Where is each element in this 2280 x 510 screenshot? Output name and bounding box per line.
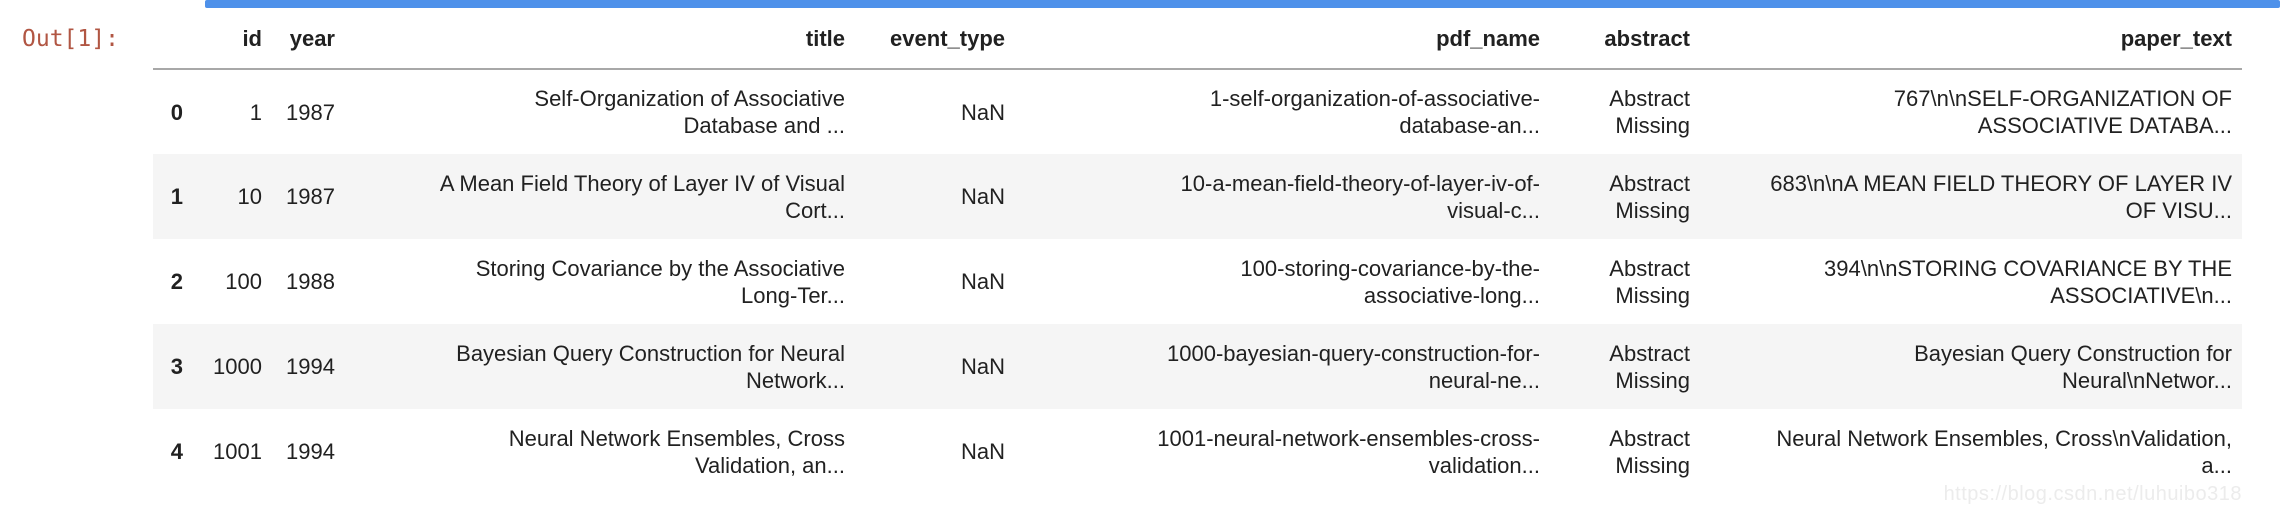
cell-event-type: NaN <box>960 184 1005 209</box>
col-header-abstract: abstract <box>1550 8 1700 70</box>
cell-id: 100 <box>225 269 262 294</box>
cell-pdf-name: 1001-neural-network-ensembles-cross- val… <box>1157 425 1540 478</box>
dataframe-table: id year title event_type pdf_name abstra… <box>153 8 2242 494</box>
cell-id: 1000 <box>213 354 262 379</box>
row-index: 4 <box>170 439 183 464</box>
col-header-index <box>153 8 193 70</box>
cell-paper-text: Bayesian Query Construction for Neural\n… <box>1914 340 2232 393</box>
cell-year: 1987 <box>286 184 335 209</box>
cell-event-type: NaN <box>960 269 1005 294</box>
cell-title: Neural Network Ensembles, Cross Validati… <box>508 425 845 478</box>
output-prompt: Out[1]: <box>22 26 119 52</box>
cell-abstract: Abstract Missing <box>1609 170 1690 223</box>
active-cell-focus-bar <box>205 0 2280 8</box>
csdn-watermark: https://blog.csdn.net/luhuibo318 <box>1943 483 2242 505</box>
cell-id: 10 <box>237 184 262 209</box>
row-index: 3 <box>170 354 183 379</box>
cell-title: A Mean Field Theory of Layer IV of Visua… <box>439 170 845 223</box>
cell-year: 1988 <box>286 269 335 294</box>
cell-year: 1994 <box>286 354 335 379</box>
cell-abstract: Abstract Missing <box>1609 425 1690 478</box>
cell-paper-text: 683\n\nA MEAN FIELD THEORY OF LAYER IV O… <box>1770 170 2232 223</box>
cell-event-type: NaN <box>960 99 1005 125</box>
col-header-pdf-name: pdf_name <box>1015 8 1550 70</box>
cell-paper-text: 394\n\nSTORING COVARIANCE BY THE ASSOCIA… <box>1824 255 2232 308</box>
cell-paper-text: Neural Network Ensembles, Cross\nValidat… <box>1776 425 2232 478</box>
cell-abstract: Abstract Missing <box>1609 86 1690 138</box>
cell-pdf-name: 100-storing-covariance-by-the- associati… <box>1240 255 1540 308</box>
table-row: 0 1 1987 Self-Organization of Associativ… <box>153 69 2242 154</box>
cell-year: 1994 <box>286 439 335 464</box>
col-header-event-type: event_type <box>855 8 1015 70</box>
dataframe-header: id year title event_type pdf_name abstra… <box>153 8 2242 70</box>
cell-year: 1987 <box>286 99 335 125</box>
header-row: id year title event_type pdf_name abstra… <box>153 8 2242 70</box>
table-row: 4 1001 1994 Neural Network Ensembles, Cr… <box>153 409 2242 494</box>
row-index: 0 <box>170 99 183 125</box>
cell-event-type: NaN <box>960 354 1005 379</box>
table-row: 1 10 1987 A Mean Field Theory of Layer I… <box>153 154 2242 239</box>
cell-title: Bayesian Query Construction for Neural N… <box>456 340 845 393</box>
cell-title: Self-Organization of Associative Databas… <box>534 86 845 138</box>
cell-pdf-name: 1000-bayesian-query-construction-for- ne… <box>1167 340 1540 393</box>
col-header-year: year <box>272 8 345 70</box>
cell-paper-text: 767\n\nSELF-ORGANIZATION OF ASSOCIATIVE … <box>1893 86 2232 138</box>
cell-title: Storing Covariance by the Associative Lo… <box>475 255 845 308</box>
row-index: 1 <box>170 184 183 209</box>
col-header-id: id <box>193 8 272 70</box>
cell-id: 1 <box>249 99 262 125</box>
col-header-paper-text: paper_text <box>1700 8 2242 70</box>
row-index: 2 <box>170 269 183 294</box>
col-header-title: title <box>345 8 855 70</box>
cell-abstract: Abstract Missing <box>1609 340 1690 393</box>
cell-pdf-name: 10-a-mean-field-theory-of-layer-iv-of- v… <box>1180 170 1540 223</box>
cell-abstract: Abstract Missing <box>1609 255 1690 308</box>
cell-event-type: NaN <box>960 439 1005 464</box>
cell-id: 1001 <box>213 439 262 464</box>
table-row: 3 1000 1994 Bayesian Query Construction … <box>153 324 2242 409</box>
table-row: 2 100 1988 Storing Covariance by the Ass… <box>153 239 2242 324</box>
cell-pdf-name: 1-self-organization-of-associative- data… <box>1209 86 1540 138</box>
